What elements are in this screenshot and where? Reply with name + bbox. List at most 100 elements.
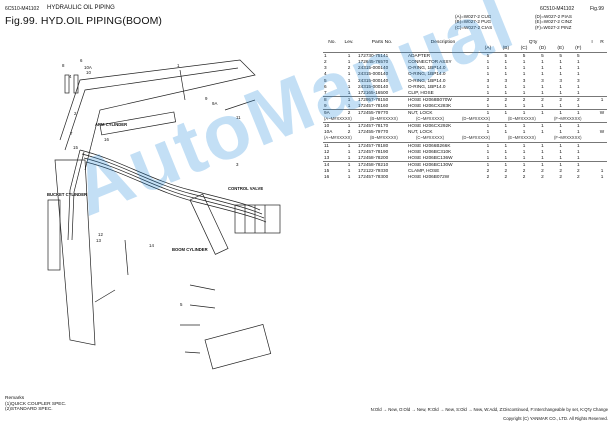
table-cell: W [599,129,605,135]
table-cell: 1 [522,83,526,89]
serial-range: (B~M#XXXXX) [370,116,398,122]
model-note: (C)=W027-2 CIAS [455,24,493,30]
table-cell: HOSE H206BC310K [408,148,452,154]
callout: 16 [104,137,109,142]
boom-cylinder-shape [189,193,229,255]
table-cell [587,174,597,180]
table-cell: 1 [486,129,490,135]
table-cell: 12 [324,148,330,154]
table-cell: HOSE H206BC130W [407,160,479,168]
table-cell: 1 [347,148,351,154]
model-note: (E)=W027-2 CINZ [535,19,572,25]
table-cell: 7 [324,89,327,95]
table-cell: 1 [559,148,562,154]
table-cell: 1 [576,89,580,95]
table-cell: 172730-75141 [357,52,407,60]
table-cell: 172458-78200 [358,154,389,160]
table-cell: 172457-78300 [358,173,389,179]
table-cell: NUT, LOCK [407,109,479,117]
table-cell: 2 [496,95,515,103]
table-cell: O-RING, 1BP14.0 [408,71,446,77]
qty-col-a: (A) [484,46,492,52]
table-cell: 4 [324,71,327,77]
serial-range: (F~M#XXXXX) [554,116,582,122]
qty-col-f: (F) [575,46,582,52]
table-cell: 1 [576,148,580,154]
table-cell: 1 [576,59,580,65]
table-cell: 172122-79330 [358,167,389,173]
table-cell: 1 [569,160,587,168]
hose-line [67,149,81,241]
table-cell [597,122,607,130]
table-cell: 3 [522,77,526,83]
table-cell: 1 [504,148,508,154]
table-cell: HOSE H206BC136W [408,154,453,160]
table-cell [587,155,597,162]
table-cell: CLAMP, HOSE [408,167,440,173]
table-cell: 2 [341,109,357,117]
table-cell: 1 [522,65,526,71]
table-cell [587,90,597,97]
table-cell: 172455-79770 [357,109,407,117]
table-cell: O-RING, 1BP14.0 [408,83,446,89]
table-cell: 1 [486,154,490,160]
table-cell: 1 [551,141,570,149]
table-cell: 2 [347,129,351,135]
model-notes-left: (A)=W027-2 CUG (B)=W027-2 PUG (C)=W027-2… [455,14,492,30]
serial-range: (F~M#XXXXX) [554,135,582,141]
table-cell: CLIP, HOSE [408,89,434,95]
figure-title: Fig.99. HYD.OIL PIPING(BOOM) [5,15,163,27]
arm-outline [54,159,96,346]
table-cell: 2 [559,167,562,173]
col-r: R [600,40,604,45]
callout: 7 [70,131,73,136]
table-cell: O-RING, 1BP14.0 [408,77,446,83]
table-cell: 1 [600,167,604,173]
table-cell: 2 [347,65,351,71]
table-cell: 1 [486,89,490,95]
callout: 1 [177,63,180,68]
callout: 12 [98,232,103,237]
qty-col-e: (E) [557,46,564,52]
boom-inner-line [64,67,239,151]
table-cell: 172957-78150 [357,95,407,103]
table-cell: 1 [486,102,490,108]
table-cell: 3 [541,77,544,83]
table-cell: 1 [522,129,526,135]
table-cell: HOSE H206CX292K [407,122,479,130]
table-cell: 1 [522,89,526,95]
serial-range: (B~M#XXXXX) [370,135,398,141]
col-i: I [591,40,593,45]
hydraulic-piping-diagram [47,59,281,370]
table-cell [597,52,607,60]
fig-number-right: Fig.99 [590,6,604,12]
table-cell: 172165-16500 [358,89,389,95]
table-qty-subheader-row: (A) (B) (C) (D) (E) (F) [323,46,607,53]
table-cell: 1 [486,59,490,65]
table-cell: 1 [541,89,544,95]
table-cell: ADAPTER [407,52,479,60]
table-cell: 15 [324,167,330,173]
table-cell [587,109,597,117]
serial-range-cell: (A~M#XXXXX)(B~M#XXXXX)(C~M#XXXXX)(D~M#XX… [323,135,607,142]
table-cell: HOSE H206CX283K [408,102,452,108]
table-cell: 1 [576,83,580,89]
table-cell: 1 [559,59,562,65]
table-cell: 16 [324,173,330,179]
table-cell: 8 [323,95,341,103]
table-cell: 1 [559,65,562,71]
table-cell: 1 [541,83,544,89]
table-cell: 5 [324,77,327,83]
table-cell: 1 [496,160,515,168]
callout: 6 [80,58,83,63]
table-cell: 1 [504,89,508,95]
col-no: No. [328,40,336,45]
table-cell: 1 [496,109,515,117]
table-cell: 1 [576,154,580,160]
